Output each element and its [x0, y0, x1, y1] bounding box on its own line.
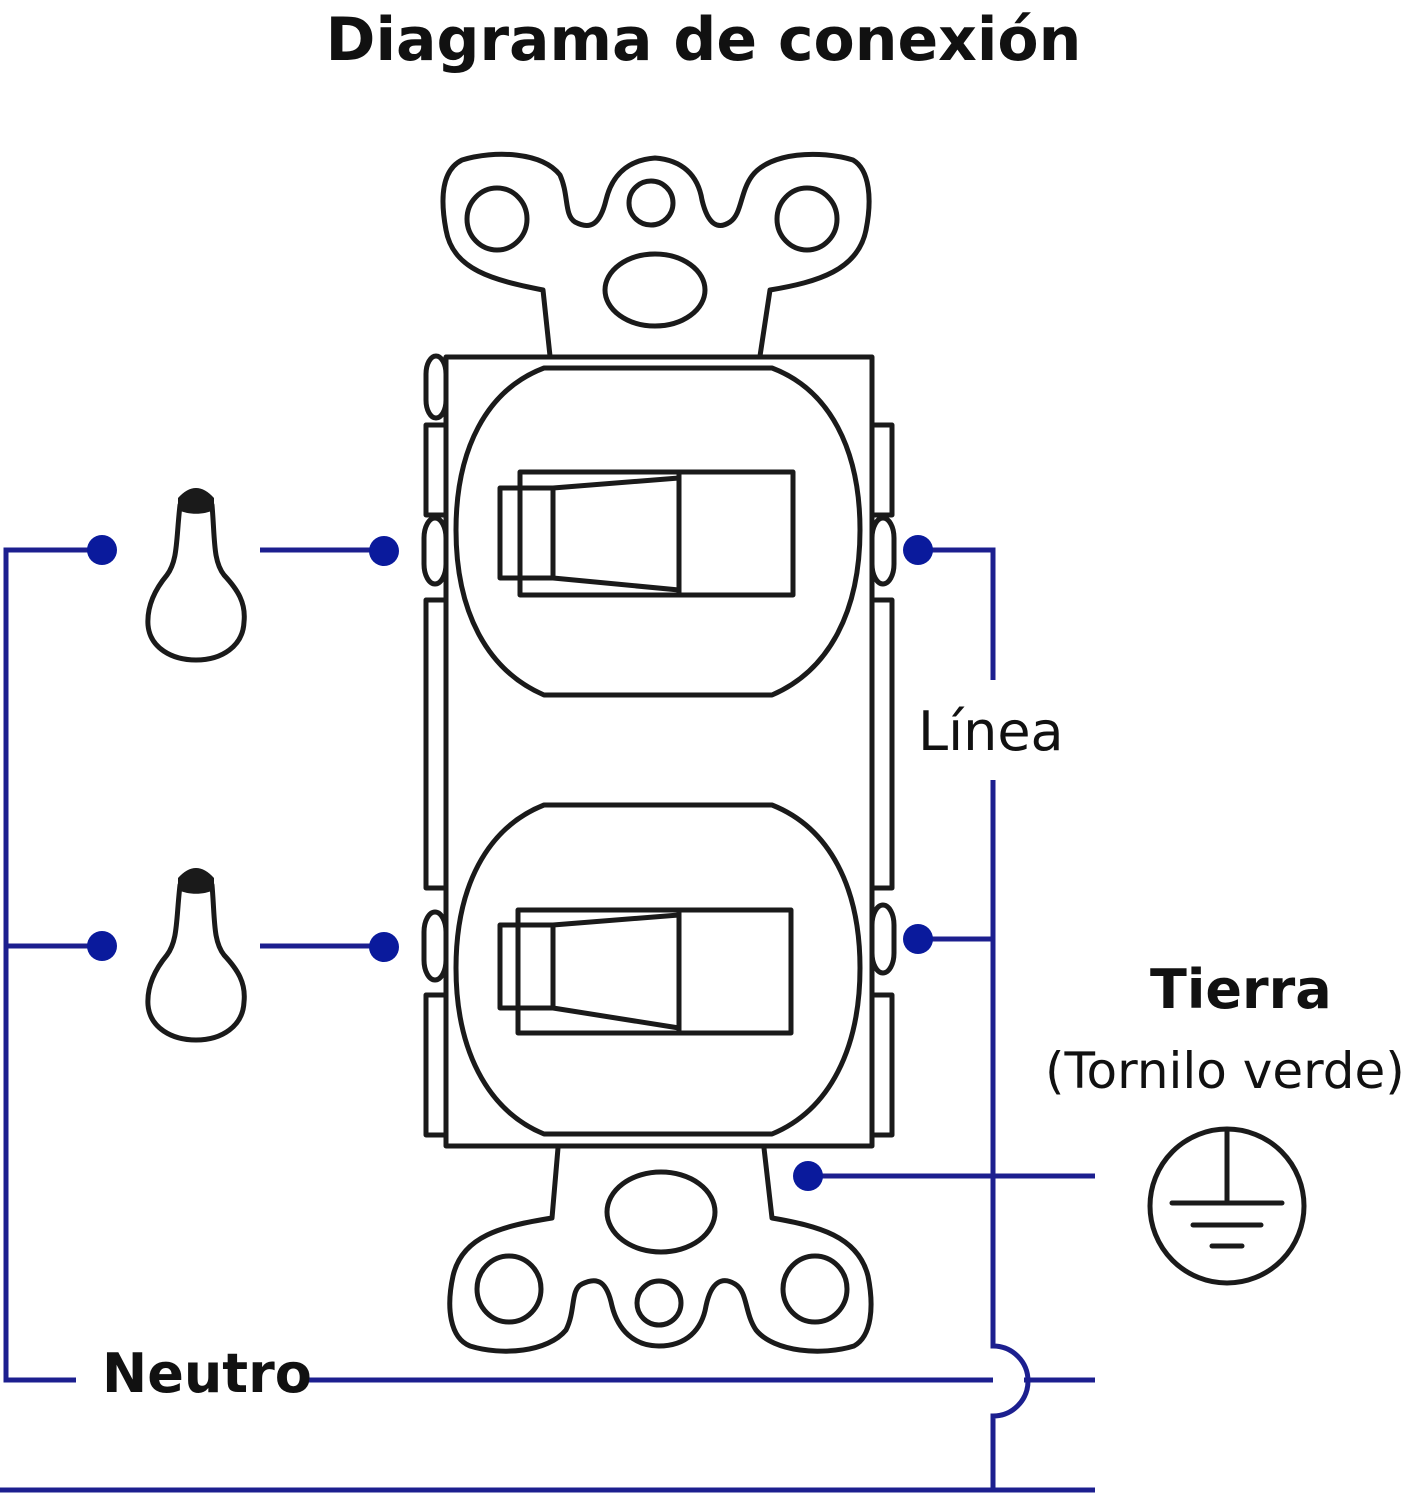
top-center-hole: [626, 178, 676, 228]
neutral-bus-wire: [3, 547, 100, 1383]
bottom-oval-slot: [604, 1169, 718, 1255]
ground-detail-label: (Tornilo verde): [1045, 1042, 1405, 1100]
bottom-center-hole: [634, 1278, 684, 1328]
top-left-hole: [464, 185, 530, 253]
line-wire: [918, 547, 1031, 1490]
node-ground-screw: [793, 1161, 823, 1191]
top-oval-slot: [602, 251, 708, 329]
side-terminals: [421, 353, 897, 1138]
node-switch-top-right: [903, 535, 933, 565]
top-mounting-strap: [440, 151, 872, 359]
bottom-right-hole: [780, 1253, 850, 1325]
connection-nodes: [87, 535, 933, 1191]
ground-symbol-icon: [1147, 1126, 1307, 1286]
node-bulb-top-left: [87, 535, 117, 565]
ground-label: Tierra: [1150, 958, 1332, 1021]
bottom-left-hole: [474, 1253, 544, 1325]
diagram-title: Diagrama de conexión: [325, 5, 1082, 75]
top-rocker-toggle: [497, 469, 796, 598]
duplex-switch: [421, 151, 897, 1354]
bottom-mounting-strap: [447, 1145, 874, 1354]
top-right-hole: [774, 185, 840, 253]
node-bulb-bottom-left: [87, 931, 117, 961]
line-label: Línea: [918, 700, 1064, 763]
neutral-label: Neutro: [102, 1342, 312, 1405]
bottom-switch-plate: [453, 802, 863, 1137]
node-switch-bottom-left: [369, 932, 399, 962]
node-switch-bottom-right: [903, 924, 933, 954]
top-switch-plate: [453, 365, 863, 698]
switch-body: [443, 354, 875, 1149]
node-switch-top-left: [369, 536, 399, 566]
light-bulb-icon: [145, 868, 247, 1043]
light-bulb-icon: [145, 488, 247, 663]
bottom-rocker-toggle: [497, 907, 794, 1036]
